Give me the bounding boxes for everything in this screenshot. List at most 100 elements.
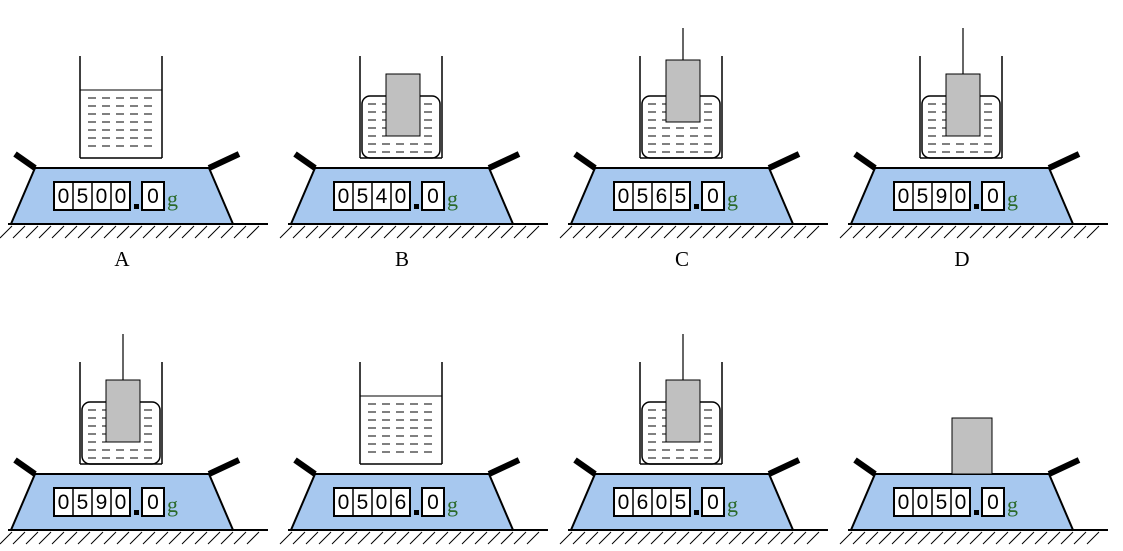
ground-hatch — [155, 225, 169, 239]
decimal-digit: 0 — [987, 491, 999, 514]
ground-hatch — [650, 225, 664, 239]
ground-hatch — [142, 531, 156, 545]
display-digit: 0 — [376, 491, 388, 514]
ground-hatch — [526, 225, 540, 239]
decimal-point — [974, 204, 979, 209]
unit-label: g — [727, 492, 738, 517]
ground-hatch — [500, 531, 514, 545]
ground-hatch — [1034, 225, 1048, 239]
metal-block — [105, 379, 141, 443]
ground-hatch — [676, 531, 690, 545]
ground-hatch — [891, 531, 905, 545]
ground-hatch — [865, 531, 879, 545]
ground-hatch — [90, 225, 104, 239]
ground-hatch — [624, 531, 638, 545]
display-digit: 5 — [77, 185, 89, 208]
ground-hatch — [103, 531, 117, 545]
ground-hatch — [598, 531, 612, 545]
ground-hatch — [1008, 531, 1022, 545]
ground-hatch — [25, 531, 39, 545]
ground-hatch — [637, 531, 651, 545]
ground-hatch — [155, 531, 169, 545]
scale-handle-left — [573, 151, 597, 171]
decimal-point — [974, 510, 979, 515]
ground-hatch — [487, 531, 501, 545]
ground-hatch — [754, 531, 768, 545]
ground-hatch — [943, 531, 957, 545]
ground-hatch — [754, 225, 768, 239]
display-digit: 5 — [77, 491, 89, 514]
ground-hatch — [969, 225, 983, 239]
display-digit: 0 — [898, 491, 910, 514]
ground-hatch — [982, 531, 996, 545]
ground-hatch — [220, 531, 234, 545]
ground-hatch — [383, 531, 397, 545]
ground-hatch — [806, 531, 820, 545]
ground-hatch — [585, 531, 599, 545]
ground-hatch — [663, 531, 677, 545]
ground-hatch — [357, 531, 371, 545]
display-digit: 0 — [115, 185, 127, 208]
ground-hatch — [0, 225, 13, 239]
display-digit: 0 — [96, 185, 108, 208]
display-digit: 0 — [618, 491, 630, 514]
display-digit: 0 — [618, 185, 630, 208]
ground-hatch — [12, 531, 26, 545]
ground-hatch — [572, 225, 586, 239]
ground-hatch — [116, 225, 130, 239]
ground-hatch — [194, 225, 208, 239]
display-digit: 5 — [675, 491, 687, 514]
ground-hatch — [878, 225, 892, 239]
ground-hatch — [982, 225, 996, 239]
ground-hatch — [780, 531, 794, 545]
display-digit: 5 — [637, 185, 649, 208]
decimal-digit: 0 — [147, 491, 159, 514]
ground-hatch — [930, 531, 944, 545]
ground-hatch — [448, 531, 462, 545]
display-digit: 5 — [917, 185, 929, 208]
ground-hatch — [702, 531, 716, 545]
display-digit: 0 — [115, 491, 127, 514]
display-digit: 0 — [395, 185, 407, 208]
decimal-digit: 0 — [427, 185, 439, 208]
ground-hatch — [728, 225, 742, 239]
ground-hatch — [526, 531, 540, 545]
ground-hatch — [1086, 531, 1100, 545]
ground-hatch — [357, 225, 371, 239]
ground-hatch — [370, 531, 384, 545]
ground-hatch — [513, 531, 527, 545]
display-digit: 0 — [338, 185, 350, 208]
display-digit: 4 — [376, 185, 388, 208]
scale-handle-left — [853, 151, 877, 171]
ground-hatch — [233, 531, 247, 545]
display-digit: 9 — [936, 185, 948, 208]
ground-hatch — [611, 531, 625, 545]
ground-hatch — [637, 225, 651, 239]
ground-hatch — [741, 531, 755, 545]
ground-hatch — [51, 531, 65, 545]
decimal-point — [694, 204, 699, 209]
ground-hatch — [1034, 531, 1048, 545]
ground-hatch — [767, 531, 781, 545]
ground-hatch — [181, 531, 195, 545]
display-digit: 6 — [656, 185, 668, 208]
ground-hatch — [943, 225, 957, 239]
ground-hatch — [409, 225, 423, 239]
unit-label: g — [447, 492, 458, 517]
display-digit: 6 — [395, 491, 407, 514]
ground-hatch — [793, 225, 807, 239]
decimal-box — [981, 487, 1005, 517]
ground-hatch — [331, 225, 345, 239]
display-digit: 0 — [58, 185, 70, 208]
panel-label: A — [114, 247, 130, 271]
ground-hatch — [1008, 225, 1022, 239]
decimal-box — [141, 487, 165, 517]
ground-hatch — [956, 225, 970, 239]
ground-hatch — [650, 531, 664, 545]
ground-hatch — [383, 225, 397, 239]
